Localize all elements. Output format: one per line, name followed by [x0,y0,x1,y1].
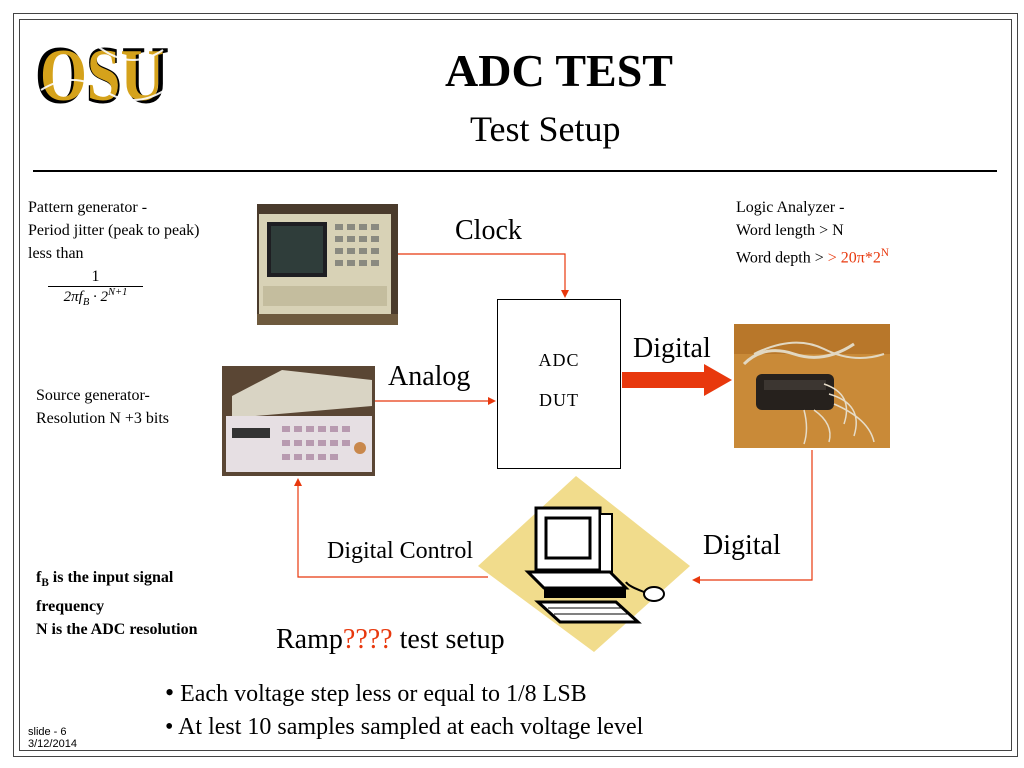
pattern-generator-label: Pattern generator - Period jitter (peak … [28,199,200,262]
logic-analyzer-image [734,324,890,448]
dut-line-adc: ADC [538,350,580,370]
slide-number: slide - 6 [28,726,67,738]
slide-date: 3/12/2014 [28,738,77,750]
title-divider [33,170,997,172]
logic-analyzer-label: Logic Analyzer - Word length > N Word de… [736,199,889,267]
digital-return-label: Digital [703,530,781,561]
slide-inner-border [19,19,1012,751]
clock-arrow-line [398,253,566,292]
slide-title: ADC TEST [445,45,673,96]
bullet-item-2: • At lest 10 samples sampled at each vol… [165,714,644,740]
source-generator-image [222,366,375,476]
logo-text: OSU [35,30,169,112]
clock-label: Clock [455,215,522,246]
digital-control-arrow-head [294,478,302,486]
digital-return-arrow-line [698,450,813,581]
notes-block: fB is the input signal frequency N is th… [36,569,198,639]
slide-footer: slide - 6 3/12/2014 [28,726,77,750]
digital-output-arrow [622,364,732,396]
adc-dut-box: ADC DUT [497,299,621,469]
slide-outer-border [13,13,1018,757]
clock-arrow-head [561,290,569,298]
bullet-item-1: • Each voltage step less or equal to 1/8… [165,678,587,707]
digital-output-label: Digital [633,333,711,364]
analog-label: Analog [388,361,471,392]
digital-return-arrow-head [692,576,700,584]
slide-subtitle: Test Setup [470,109,621,149]
jitter-formula: 1 2πfB · 2N+1 [48,268,143,308]
ramp-test-heading: Ramp???? test setup [276,624,505,655]
osu-logo: OSU OSU [33,29,173,121]
pattern-generator-image [257,204,398,325]
digital-control-label: Digital Control [327,538,473,564]
dut-line-dut: DUT [539,390,579,410]
analog-arrow-head [488,397,496,405]
computer-image [478,476,690,652]
source-generator-label: Source generator- Resolution N +3 bits [36,387,170,427]
digital-control-arrow-line [297,484,488,578]
